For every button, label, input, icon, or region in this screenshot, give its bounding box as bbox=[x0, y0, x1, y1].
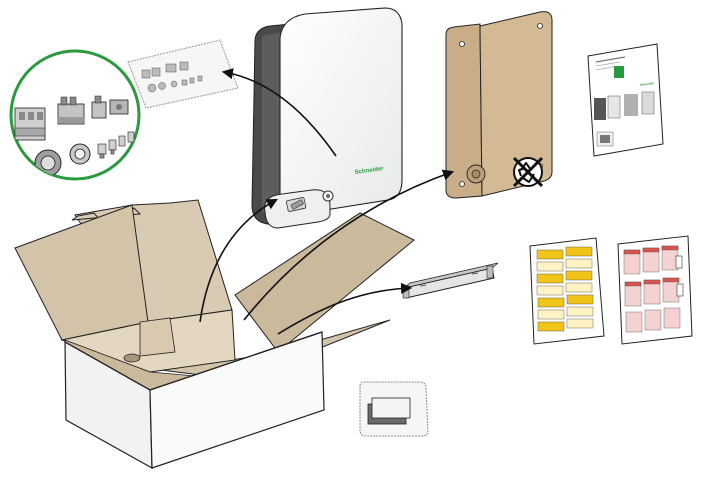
red-labels bbox=[623, 245, 684, 333]
warning-labels bbox=[536, 246, 594, 332]
crossed-out-recycle-icon bbox=[512, 156, 544, 188]
box-interior-hole bbox=[123, 353, 141, 363]
box-rim bbox=[64, 331, 323, 391]
guide-product-images bbox=[594, 91, 655, 120]
box-left-flap bbox=[14, 204, 149, 341]
key-card-bag bbox=[359, 381, 429, 437]
terminal-block-small bbox=[91, 95, 107, 119]
accessory-magnifier bbox=[9, 49, 141, 181]
arrows bbox=[199, 68, 455, 335]
bag-outline bbox=[127, 39, 239, 109]
warning-label-sheet bbox=[529, 237, 605, 345]
cable-gland-large bbox=[34, 149, 62, 177]
arrow-to-bracket bbox=[277, 282, 413, 335]
arrow-to-template bbox=[243, 169, 455, 321]
mounting-template bbox=[445, 11, 553, 199]
arrow-to-accessory-bag bbox=[221, 68, 337, 157]
bag-contents bbox=[141, 61, 203, 93]
station-brand: Schneider bbox=[354, 166, 384, 176]
cable-gland-medium bbox=[69, 143, 91, 165]
template-right-panel bbox=[479, 11, 553, 197]
terminal-block-large bbox=[14, 107, 46, 141]
box-interior-partition bbox=[139, 317, 176, 357]
station-card-reader-icon bbox=[286, 197, 307, 212]
key-card-2 bbox=[371, 397, 411, 419]
cardboard-box bbox=[14, 199, 415, 470]
installation-guide: Schneider bbox=[587, 43, 664, 157]
screws-and-washers bbox=[97, 131, 135, 159]
accessory-bag bbox=[127, 39, 239, 109]
label-sheet bbox=[617, 235, 693, 345]
terminal-block-cube bbox=[109, 99, 129, 115]
terminal-block-medium bbox=[57, 96, 85, 125]
mounting-bracket bbox=[402, 262, 499, 299]
station-back-shade bbox=[262, 32, 284, 212]
guide-green-accent bbox=[614, 66, 624, 78]
arrow-to-station bbox=[199, 198, 278, 323]
box-right-flap bbox=[234, 212, 415, 353]
guide-brand: Schneider bbox=[640, 81, 656, 87]
charging-station: Schneider bbox=[251, 7, 403, 229]
